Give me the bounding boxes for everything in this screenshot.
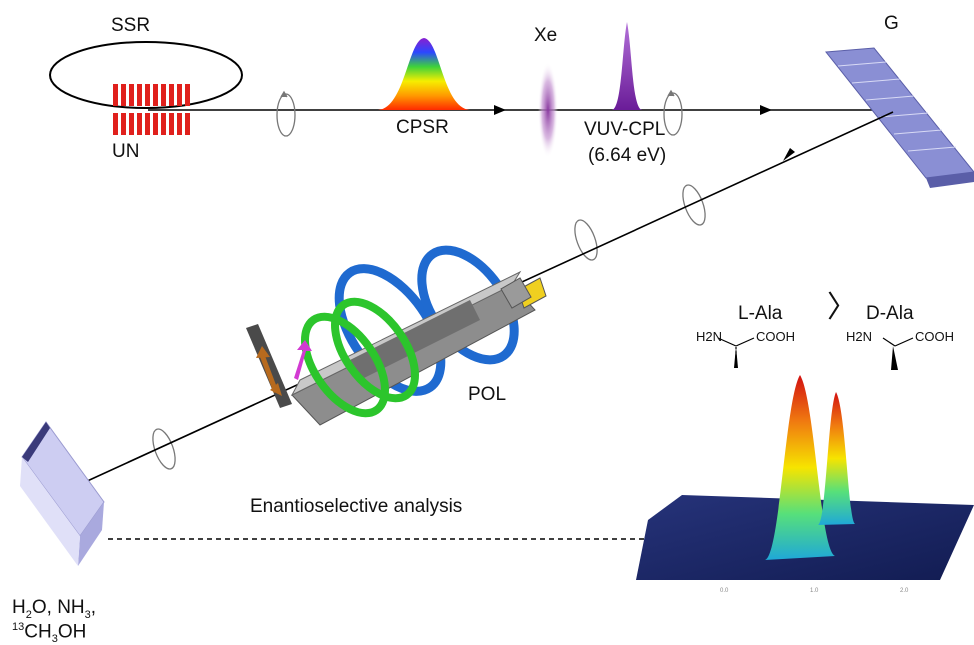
un-label: UN: [112, 141, 140, 162]
circular-polarization-icons: [152, 89, 706, 470]
d-ala-acid: COOH: [915, 329, 954, 344]
polarization-icon-1: [276, 90, 296, 137]
l-ala-amine: H2N: [696, 329, 723, 344]
d-ala-structure: [882, 337, 914, 370]
svg-text:2.0: 2.0: [900, 588, 909, 594]
l-ala-acid: COOH: [756, 329, 795, 344]
polarization-icon-3: [682, 184, 706, 226]
svg-text:0.0: 0.0: [720, 588, 729, 594]
svg-text:1.0: 1.0: [810, 588, 819, 594]
polarization-icon-5: [152, 428, 176, 470]
d-ala-label: D-Ala: [866, 303, 914, 324]
sample-label-line1: H2O, NH3,: [12, 597, 97, 621]
grating-mirror: [825, 47, 974, 188]
vuv-cpl-peak: [612, 22, 642, 110]
ssr-label: SSR: [111, 15, 151, 36]
chromatogram-3d: 0.0 1.0 2.0: [636, 375, 974, 594]
vuv-cpl-label: VUV-CPL: [584, 119, 666, 140]
beam-arrow-2: [760, 105, 772, 115]
l-ala-label: L-Ala: [738, 303, 783, 324]
beam-arrow-3: [783, 148, 795, 161]
sample-plate: [20, 421, 105, 566]
grating-label: G: [884, 13, 899, 34]
polarization-icon-4: [574, 219, 598, 261]
undulator-magnets: [113, 84, 190, 135]
polarimeter-assembly: [246, 245, 547, 426]
cpsr-label: CPSR: [396, 117, 449, 138]
beam-arrow-1: [494, 105, 506, 115]
cpsr-spectrum: [378, 38, 470, 110]
greater-than-symbol: 〉: [827, 291, 857, 324]
pol-label: POL: [468, 384, 507, 405]
storage-ring: [49, 41, 243, 109]
energy-label: (6.64 eV): [588, 145, 667, 166]
xe-filter-glow: [538, 62, 558, 158]
polarization-icon-2: [663, 89, 683, 136]
l-ala-structure: [717, 337, 755, 368]
analysis-label: Enantioselective analysis: [250, 496, 463, 517]
xe-label: Xe: [534, 25, 558, 46]
d-ala-amine: H2N: [846, 329, 873, 344]
sample-label-line2: 13CH3OH: [12, 621, 87, 645]
